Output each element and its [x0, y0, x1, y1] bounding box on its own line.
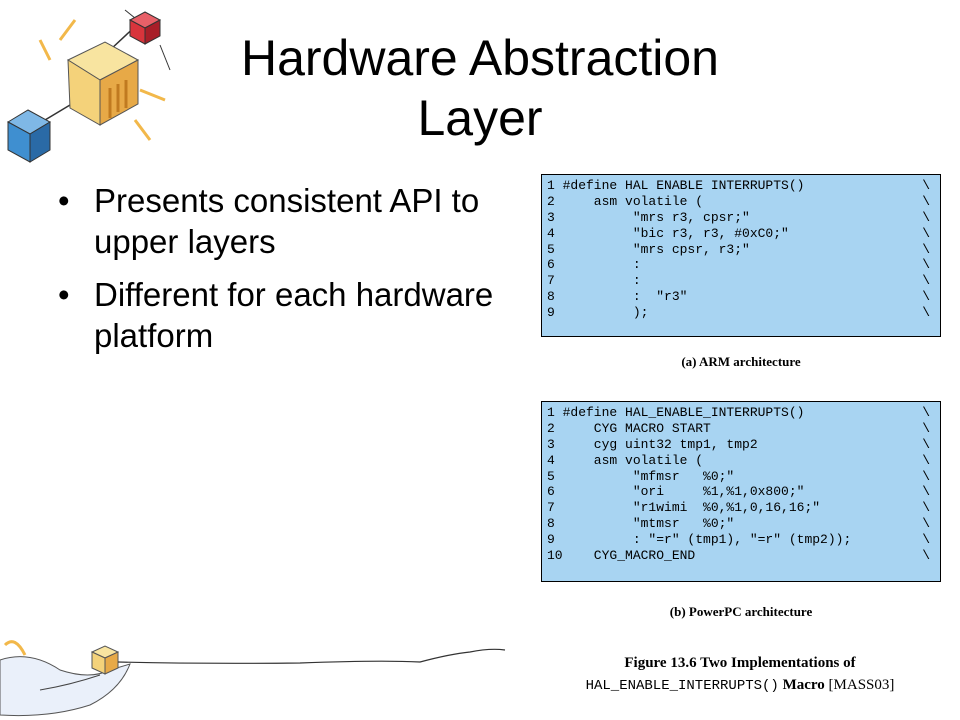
hand-with-cube-clipart: [0, 640, 506, 717]
line-continuation: \: [922, 209, 930, 225]
figure-reference: [MASS03]: [828, 677, 895, 693]
code-line: 5 "mrs cpsr, r3;" \: [547, 242, 932, 258]
line-continuation: \: [922, 289, 930, 305]
code-text: 10 CYG_MACRO_END: [547, 548, 696, 564]
code-line: 4 asm volatile ( \: [547, 453, 932, 469]
line-continuation: \: [922, 257, 930, 273]
code-line: 7 "r1wimi %0,%1,0,16,16;" \: [547, 500, 932, 516]
line-continuation: \: [922, 193, 930, 209]
line-continuation: \: [922, 468, 930, 484]
line-continuation: \: [922, 241, 930, 257]
bullet-item: • Presents consistent API to upper layer…: [58, 180, 498, 262]
code-text: 1 #define HAL ENABLE INTERRUPTS(): [547, 178, 805, 193]
code-text: 6 :: [547, 257, 641, 273]
arm-caption: (a) ARM architecture: [681, 354, 801, 369]
bullet-icon: •: [58, 276, 70, 313]
line-continuation: \: [922, 273, 930, 289]
bullet-icon: •: [58, 182, 70, 219]
code-line: 8 : "r3" \: [547, 289, 932, 305]
code-text: 8 "mtmsr %0;": [547, 516, 735, 532]
code-text: 3 "mrs r3, cpsr;": [547, 209, 750, 225]
line-continuation: \: [922, 452, 930, 468]
code-text: 2 CYG MACRO START: [547, 420, 711, 436]
code-line: 6 "ori %1,%1,0x800;" \: [547, 484, 932, 500]
line-continuation: \: [922, 305, 930, 321]
code-text: 4 "bic r3, r3, #0xC0;": [547, 225, 789, 241]
code-text: 1 #define HAL_ENABLE_INTERRUPTS(): [547, 405, 805, 420]
code-line: 1 #define HAL ENABLE INTERRUPTS() \: [547, 178, 932, 194]
figure-caption: Figure 13.6 Two Implementations of HAL_E…: [520, 652, 960, 697]
line-continuation: \: [922, 548, 930, 564]
slide-title: Hardware Abstraction Layer: [240, 30, 719, 146]
code-line: 4 "bic r3, r3, #0xC0;" \: [547, 226, 932, 242]
bullet-text: Presents consistent API to upper layers: [94, 182, 480, 260]
code-line: 2 asm volatile ( \: [547, 194, 932, 210]
code-line: 8 "mtmsr %0;" \: [547, 516, 932, 532]
line-continuation: \: [922, 420, 930, 436]
line-continuation: \: [922, 225, 930, 241]
code-text: 3 cyg uint32 tmp1, tmp2: [547, 436, 758, 452]
code-line: 9 ); \: [547, 305, 932, 321]
code-line: 2 CYG MACRO START \: [547, 421, 932, 437]
cubes-clipart: [6, 9, 171, 163]
figure-macro-word: Macro: [782, 677, 825, 693]
arm-code-listing: 1 #define HAL ENABLE INTERRUPTS()\2 asm …: [541, 174, 941, 337]
bullet-list: • Presents consistent API to upper layer…: [58, 180, 498, 368]
line-continuation: \: [922, 516, 930, 532]
code-text: 9 : "=r" (tmp1), "=r" (tmp2));: [547, 532, 852, 548]
line-continuation: \: [922, 178, 930, 193]
code-text: 8 : "r3": [547, 289, 688, 305]
code-line: 3 "mrs r3, cpsr;" \: [547, 210, 932, 226]
code-line: 9 : "=r" (tmp1), "=r" (tmp2)); \: [547, 532, 932, 548]
code-line: 3 cyg uint32 tmp1, tmp2 \: [547, 437, 932, 453]
code-line: 10 CYG_MACRO_END \: [547, 548, 932, 564]
code-text: 6 "ori %1,%1,0x800;": [547, 484, 805, 500]
line-continuation: \: [922, 436, 930, 452]
bullet-text: Different for each hardware platform: [94, 276, 494, 354]
code-line: 5 "mfmsr %0;" \: [547, 469, 932, 485]
code-text: 2 asm volatile (: [547, 193, 704, 209]
line-continuation: \: [922, 405, 930, 420]
code-line: 7 : \: [547, 273, 932, 289]
code-text: 4 asm volatile (: [547, 452, 704, 468]
bullet-item: • Different for each hardware platform: [58, 274, 498, 356]
line-continuation: \: [922, 500, 930, 516]
line-continuation: \: [922, 484, 930, 500]
powerpc-caption: (b) PowerPC architecture: [669, 604, 813, 619]
line-continuation: \: [922, 532, 930, 548]
code-text: 9 );: [547, 305, 649, 321]
code-text: 7 "r1wimi %0,%1,0,16,16;": [547, 500, 821, 516]
powerpc-code-listing: 1 #define HAL_ENABLE_INTERRUPTS()\2 CYG …: [541, 401, 941, 582]
code-text: 5 "mfmsr %0;": [547, 468, 735, 484]
figure-macro-name: HAL_ENABLE_INTERRUPTS(): [585, 678, 779, 694]
figure-label: Figure 13.6 Two Implementations of: [624, 655, 856, 671]
code-line: 6 : \: [547, 257, 932, 273]
code-line: 1 #define HAL_ENABLE_INTERRUPTS() \: [547, 405, 932, 421]
code-text: 7 :: [547, 273, 641, 289]
code-text: 5 "mrs cpsr, r3;": [547, 241, 750, 257]
